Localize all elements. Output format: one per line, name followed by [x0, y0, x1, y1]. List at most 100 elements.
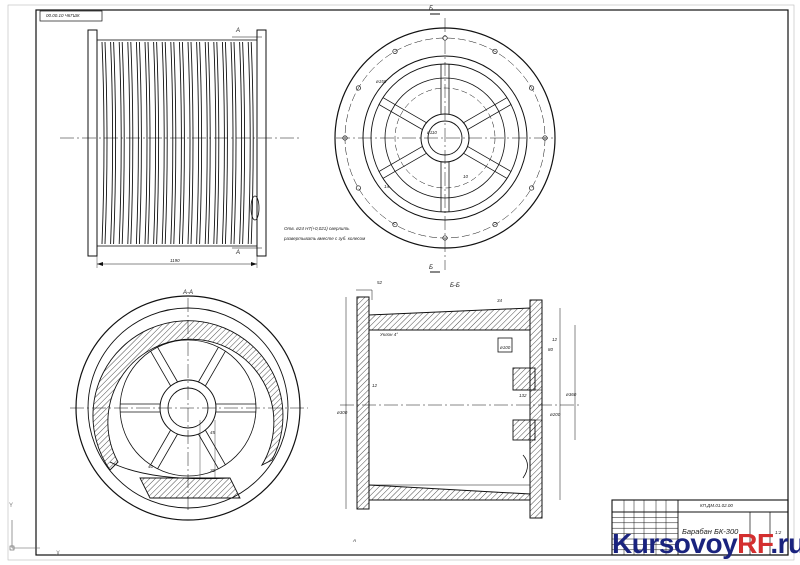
- dim-bb-10: 10: [463, 174, 469, 179]
- rope-groove: [138, 41, 142, 245]
- rope-groove: [161, 41, 165, 245]
- ucs-axis-icon: [9, 520, 40, 551]
- rope-groove: [250, 41, 254, 245]
- rope-groove: [147, 41, 151, 245]
- rope-groove: [224, 41, 228, 245]
- rope-groove: [101, 41, 105, 245]
- bolt-hole: [529, 185, 535, 191]
- rope-groove: [121, 41, 125, 245]
- rope-groove: [242, 41, 246, 245]
- stamp-code: 00.00.10 ЧКГШК: [46, 13, 80, 18]
- inner-frame: [35, 9, 789, 556]
- rope-groove: [239, 41, 243, 245]
- rope-groove: [104, 41, 108, 245]
- section-view-aa: [70, 295, 308, 521]
- rope-groove: [173, 41, 177, 245]
- spoke-edge: [150, 350, 171, 386]
- rope-groove: [233, 41, 237, 245]
- note-slope: Уклон 4°: [380, 332, 399, 337]
- axis-y-label: Y: [9, 503, 14, 509]
- spoke-edge: [382, 153, 427, 179]
- watermark-part-3: .ru: [770, 528, 800, 559]
- dim-aa-30: 30: [210, 468, 216, 473]
- dim-100: ø100: [500, 345, 511, 350]
- bolt-hole: [392, 222, 398, 228]
- rope-groove: [213, 41, 217, 245]
- rope-groove: [144, 41, 148, 245]
- cut-label-a-top: А: [236, 28, 241, 34]
- dim-bb-14: 14: [384, 184, 390, 189]
- dim-length: 1190: [170, 258, 180, 263]
- dim-aa-40: 40: [148, 464, 154, 469]
- rope-groove: [118, 41, 122, 245]
- rope-groove: [207, 41, 211, 245]
- dim-bb-150: ø150: [376, 79, 387, 84]
- rope-groove: [153, 41, 157, 245]
- rope-groove: [127, 41, 131, 245]
- title-block: [611, 499, 789, 556]
- bolt-hole: [492, 222, 498, 228]
- rope-groove: [178, 41, 182, 245]
- title-code: КП.ДМ.01.02.00: [700, 503, 733, 508]
- cut-label-a-bottom: А: [236, 250, 241, 256]
- rope-groove: [130, 41, 134, 245]
- dim-300: ø300: [337, 410, 348, 415]
- spoke-edge: [157, 434, 178, 470]
- spoke-edge: [205, 430, 226, 466]
- title-name: Барабан БК-300: [682, 527, 739, 536]
- dim-12-right: 12: [552, 337, 558, 342]
- rope-groove: [164, 41, 168, 245]
- dim-80: 80: [548, 347, 554, 352]
- dim-bb-110: ø110: [427, 130, 437, 135]
- spoke-edge: [198, 434, 219, 470]
- watermark-part-2: RF: [737, 528, 771, 559]
- rope-groove: [247, 41, 251, 245]
- outer-border: [7, 4, 795, 561]
- rope-groove: [187, 41, 191, 245]
- spoke-edge: [205, 350, 226, 386]
- drum-side-view: [60, 29, 300, 268]
- spoke-edge: [467, 146, 512, 172]
- dim-34: 34: [497, 298, 503, 303]
- dim-132: 132: [519, 393, 527, 398]
- spoke-edge: [378, 146, 423, 172]
- spoke-edge: [157, 346, 178, 382]
- rope-groove: [216, 41, 220, 245]
- note-line-2: развертывать вместе с зуб. колесом: [284, 236, 366, 241]
- spoke-edge: [463, 153, 508, 179]
- dim-360: ø360: [566, 392, 577, 397]
- dim-52: 52: [377, 280, 383, 285]
- rope-groove: [230, 41, 234, 245]
- rope-groove: [110, 41, 114, 245]
- bolt-hole: [342, 135, 348, 141]
- spoke-edge: [382, 97, 427, 123]
- spoke-edge: [378, 104, 423, 130]
- rope-groove: [135, 41, 139, 245]
- bolt-hole: [392, 48, 398, 54]
- watermark-part-1: Kursovoy: [612, 528, 738, 559]
- rope-groove: [204, 41, 208, 245]
- spoke-edge: [150, 430, 171, 466]
- spoke-edge: [198, 346, 219, 382]
- note-line-1: Отв. ø24 Н7(+0,021) сверлить: [284, 226, 350, 231]
- rope-groove: [170, 41, 174, 245]
- bolt-hole: [492, 48, 498, 54]
- bolt-hole: [355, 185, 361, 191]
- end-view-bb: [334, 13, 556, 273]
- bolt-hole: [542, 135, 548, 141]
- dim-12-left: 12: [372, 383, 378, 388]
- bolt-hole: [529, 85, 535, 91]
- spoke-edge: [463, 97, 508, 123]
- rope-groove: [181, 41, 185, 245]
- rope-groove: [199, 41, 203, 245]
- dim-aa-45: 45: [210, 430, 216, 435]
- cut-label-b-top: Б: [429, 6, 433, 12]
- rope-groove: [221, 41, 225, 245]
- bolt-hole: [355, 85, 361, 91]
- stamp-box: [39, 10, 103, 22]
- bolt-hole: [442, 35, 448, 41]
- bolt-hole: [442, 235, 448, 241]
- rope-groove: [156, 41, 160, 245]
- longitudinal-section: [340, 289, 580, 519]
